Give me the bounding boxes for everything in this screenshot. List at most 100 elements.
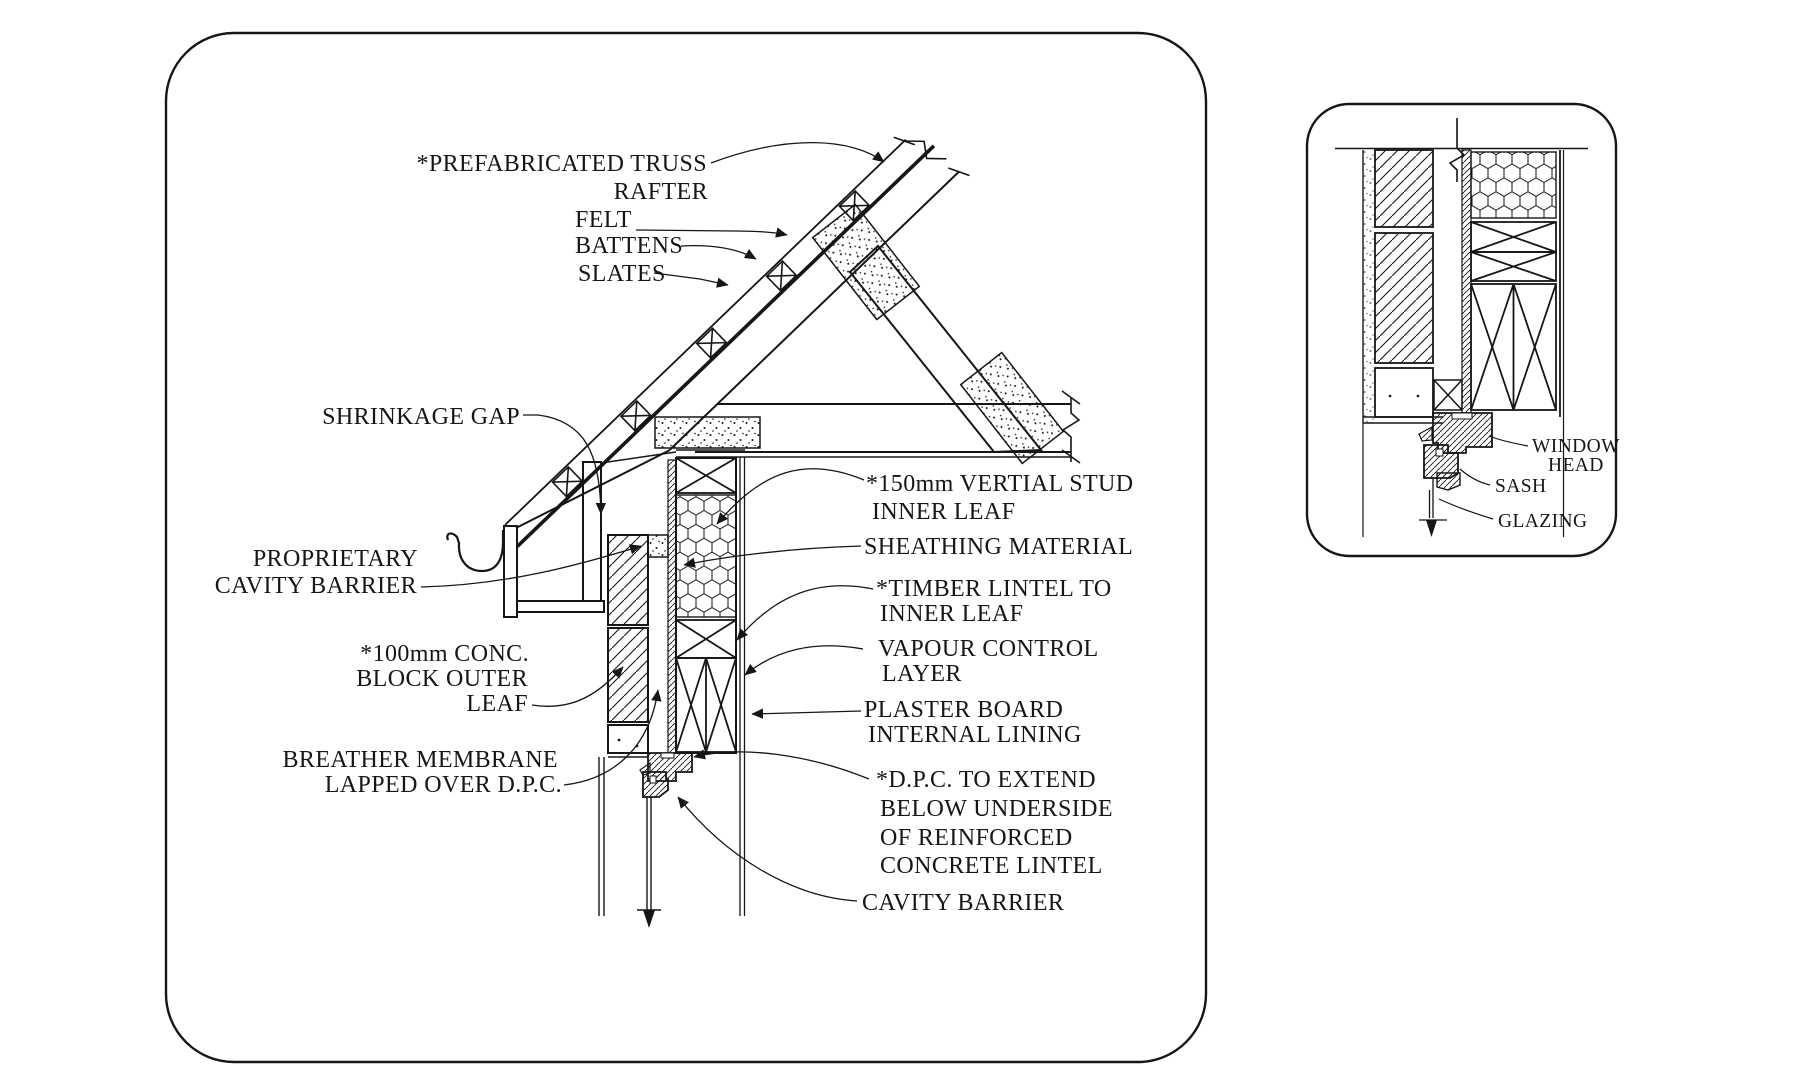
- label-vertical-stud-2: INNER LEAF: [872, 499, 1015, 525]
- fascia-board: [503, 525, 518, 618]
- leader-shrinkage-gap: [523, 414, 607, 515]
- batten: [619, 399, 652, 432]
- leader-sheathing: [683, 545, 862, 568]
- label-dpc-1: *D.P.C. TO EXTEND: [876, 767, 1096, 793]
- cavity-break-symbol: [1448, 118, 1466, 182]
- leader-battens: [680, 245, 757, 260]
- leader-glazing: [1438, 498, 1494, 520]
- leader-dpc: [693, 749, 870, 780]
- label-slates: SLATES: [578, 261, 666, 287]
- glazing: [637, 797, 661, 928]
- batten: [765, 259, 798, 292]
- batten: [551, 465, 584, 498]
- label-window-head-1: WINDOW: [1532, 436, 1620, 457]
- gusset-plates: [654, 203, 1065, 465]
- label-dpc-3: OF REINFORCED: [880, 825, 1073, 851]
- mid-noggin: [675, 619, 737, 659]
- sash-bottom: [1436, 472, 1461, 491]
- sash: [1423, 444, 1459, 479]
- masonry-block: [1374, 232, 1434, 364]
- label-shrinkage-gap: SHRINKAGE GAP: [322, 404, 520, 430]
- eaves-assembly: [446, 449, 677, 618]
- concrete-block: [607, 627, 649, 723]
- inset-inner-leaf: [1433, 149, 1565, 537]
- label-vapour-control-2: LAYER: [882, 661, 962, 687]
- ceiling-tie: [676, 390, 1081, 464]
- label-breather-1: BREATHER MEMBRANE: [283, 747, 559, 773]
- concrete-lintel: [607, 724, 649, 754]
- felt-line: [516, 144, 936, 548]
- inset-leader-lines: [1438, 435, 1529, 520]
- label-conc-block-2: BLOCK OUTER: [356, 666, 528, 692]
- noggin: [1470, 251, 1557, 282]
- label-dpc-4: CONCRETE LINTEL: [880, 853, 1103, 879]
- label-conc-block-3: LEAF: [466, 691, 528, 717]
- batten-sections: [551, 189, 871, 498]
- eaves-support: [582, 461, 602, 602]
- batten: [695, 327, 728, 359]
- label-battens: BATTENS: [575, 233, 683, 259]
- leader-vapour-control: [744, 645, 864, 676]
- main-labels: *PREFABRICATED TRUSS RAFTER FELT BATTENS…: [215, 151, 1134, 916]
- label-cavity-barrier: CAVITY BARRIER: [862, 890, 1064, 916]
- label-plaster-board-1: PLASTER BOARD: [864, 697, 1063, 723]
- head-noggin: [1433, 379, 1463, 411]
- slates-line: [504, 138, 907, 526]
- label-vapour-control-1: VAPOUR CONTROL: [878, 636, 1099, 662]
- sash: [642, 771, 669, 798]
- label-vertical-stud-1: *150mm VERTIAL STUD: [866, 471, 1134, 497]
- leader-breather-membrane: [563, 689, 662, 786]
- inner-leaf-wall: [667, 457, 746, 916]
- concrete-lintel: [1374, 367, 1434, 418]
- label-window-head-2: HEAD: [1548, 455, 1604, 476]
- leader-felt: [635, 227, 788, 238]
- label-proprietary-1: PROPRIETARY: [253, 546, 418, 572]
- gusset-plate: [811, 203, 921, 321]
- tie-break-symbol: [1061, 390, 1081, 464]
- inset-panel-border: [1305, 102, 1618, 558]
- inset-panel: WINDOW HEAD SASH GLAZING: [1305, 102, 1620, 558]
- masonry-block: [1374, 149, 1434, 228]
- label-dpc-2: BELOW UNDERSIDE: [880, 796, 1113, 822]
- head-noggin: [675, 457, 737, 494]
- outer-leaf-wall: [607, 534, 669, 758]
- soffit-board: [516, 600, 605, 613]
- inset-outer-leaf: [1362, 149, 1443, 537]
- label-breather-2: LAPPED OVER D.P.C.: [325, 772, 562, 798]
- leader-cavity-barrier: [677, 796, 858, 902]
- leader-prefab-truss: [710, 141, 885, 164]
- label-glazing: GLAZING: [1498, 511, 1587, 532]
- inset-labels: WINDOW HEAD SASH GLAZING: [1495, 436, 1620, 532]
- gusset-plate: [959, 351, 1065, 465]
- insulation-batt: [1470, 151, 1557, 219]
- label-prefab-truss-2: RAFTER: [614, 179, 708, 205]
- timber-lintel: [675, 657, 737, 753]
- label-sheathing: SHEATHING MATERIAL: [864, 534, 1133, 560]
- window-head: [1432, 412, 1493, 454]
- sheathing-board: [667, 459, 677, 754]
- label-timber-lintel-2: INNER LEAF: [880, 601, 1023, 627]
- rafter-underside-line: [669, 171, 960, 451]
- sheathing-board: [1461, 149, 1472, 414]
- leader-lines: [420, 141, 885, 902]
- label-plaster-board-2: INTERNAL LINING: [868, 722, 1082, 748]
- rafter-break-symbol: [893, 136, 970, 177]
- label-felt: FELT: [575, 207, 632, 233]
- leader-plaster-board: [751, 708, 862, 719]
- label-proprietary-2: CAVITY BARRIER: [215, 573, 417, 599]
- label-conc-block-1: *100mm CONC.: [360, 641, 529, 667]
- leader-slates: [653, 272, 729, 288]
- leader-vertical-stud: [716, 468, 865, 525]
- label-sash: SASH: [1495, 476, 1546, 497]
- leader-conc-block: [531, 666, 624, 707]
- concrete-block: [607, 534, 649, 626]
- window-head-assembly: [598, 752, 693, 928]
- leader-window-head: [1488, 435, 1529, 447]
- inset-window-head-assembly: [1418, 412, 1493, 537]
- noggin: [1470, 221, 1557, 253]
- label-timber-lintel-1: *TIMBER LINTEL TO: [876, 576, 1112, 602]
- label-prefab-truss-1: *PREFABRICATED TRUSS: [416, 151, 707, 177]
- leader-timber-lintel: [736, 585, 874, 641]
